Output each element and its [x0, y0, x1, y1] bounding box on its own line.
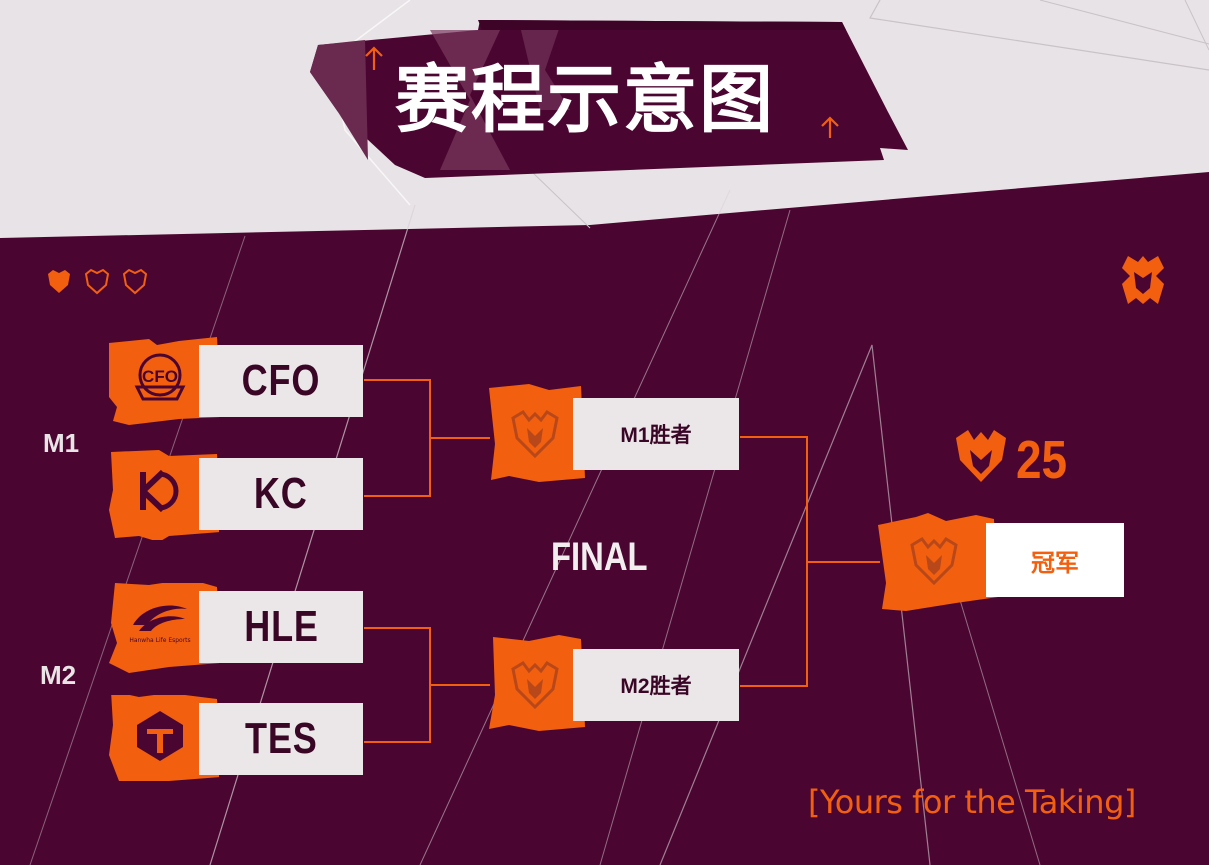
champion-name-box: 冠军	[986, 523, 1124, 597]
winner-label: M2胜者	[620, 675, 692, 698]
trophy-crest-icon	[910, 537, 958, 585]
kc-team-logo-icon	[140, 469, 179, 513]
team-card-cfo[interactable]: CFO CFO	[109, 337, 369, 425]
team-name-box: CFO	[199, 345, 363, 417]
champion-card[interactable]: 冠军	[876, 513, 1132, 613]
trophy-crest-icon	[511, 410, 559, 458]
svg-text:CFO: CFO	[142, 367, 178, 386]
team-name: CFO	[241, 356, 321, 405]
winner-tab	[489, 384, 585, 482]
team-name: TES	[244, 714, 318, 763]
trophy-crest-icon	[511, 661, 559, 709]
winner-card-m1[interactable]: M1胜者	[489, 384, 745, 484]
team-card-kc[interactable]: KC	[109, 450, 369, 540]
final-label: FINAL	[551, 535, 648, 579]
svg-text:Hanwha Life Esports: Hanwha Life Esports	[129, 637, 190, 644]
team-logo-tab	[109, 450, 219, 540]
team-name-box: HLE	[199, 591, 363, 663]
slogan-text: [Yours for the Taking]	[808, 783, 1136, 821]
team-name: HLE	[243, 602, 319, 651]
shield-outline-icon	[84, 268, 110, 295]
season-badge: 25	[952, 428, 1082, 490]
cfo-team-logo-icon: CFO	[134, 353, 186, 401]
hexagon-brand-logo-icon	[1122, 256, 1164, 304]
round-label-m1: M1	[43, 428, 80, 458]
team-card-hle[interactable]: Hanwha Life Esports HLE	[109, 583, 369, 673]
hle-team-logo-icon: Hanwha Life Esports	[129, 605, 191, 644]
team-logo-tab	[109, 337, 219, 425]
team-card-tes[interactable]: TES	[109, 695, 369, 781]
shield-filled-icon	[48, 270, 70, 293]
team-logo-tab	[109, 583, 219, 673]
winner-card-m2[interactable]: M2胜者	[489, 635, 745, 735]
winner-name-box: M2胜者	[573, 649, 739, 721]
season-number: 25	[1016, 430, 1068, 490]
tes-team-logo-icon	[137, 711, 183, 761]
progress-shields	[48, 268, 148, 295]
winner-label: M1胜者	[620, 424, 692, 447]
page-title: 赛程示意图	[395, 57, 775, 143]
winner-tab	[489, 635, 585, 731]
shield-outline-icon	[122, 268, 148, 295]
team-name-box: TES	[199, 703, 363, 775]
team-name: KC	[254, 469, 308, 518]
winner-name-box: M1胜者	[573, 398, 739, 470]
champion-label: 冠军	[1031, 549, 1079, 577]
tournament-crest-icon	[956, 430, 1006, 482]
team-name-box: KC	[199, 458, 363, 530]
round-label-m2: M2	[40, 660, 77, 690]
